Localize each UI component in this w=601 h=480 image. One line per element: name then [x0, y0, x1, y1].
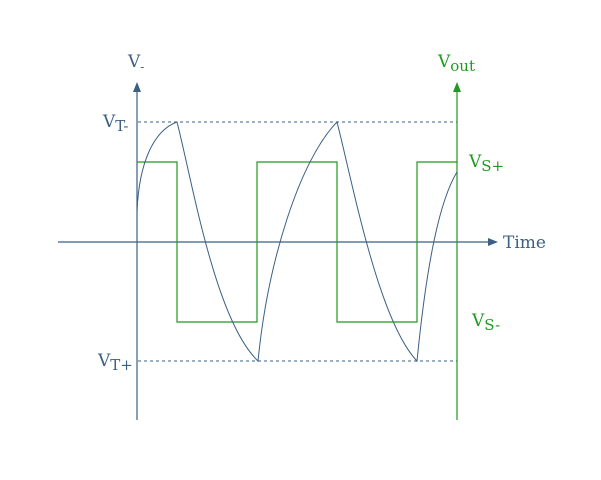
vs-minus-label: VS-	[471, 311, 500, 334]
output-square-wave	[137, 161, 457, 323]
time-axis-label: Time	[503, 233, 546, 253]
left-axis-label-sub: -	[140, 60, 144, 74]
vt-minus-label: VT-	[102, 112, 128, 135]
left-axis-label-main: V	[127, 52, 141, 72]
time-axis-arrowhead	[488, 238, 498, 246]
right-axis-label-sub: out	[450, 57, 475, 75]
vt-plus-label: VT+	[97, 351, 133, 374]
vs-plus-label-main: V	[468, 152, 482, 172]
right-axis-label: Vout	[437, 52, 475, 75]
left-axis-label: V-	[127, 52, 144, 74]
vt-minus-label-sub: T-	[115, 117, 128, 135]
vt-minus-label-main: V	[102, 112, 116, 132]
vt-plus-label-main: V	[97, 351, 111, 371]
capacitor-voltage-wave	[136, 121, 458, 363]
vs-minus-label-main: V	[471, 311, 485, 331]
right-axis-arrowhead	[453, 82, 461, 92]
vs-plus-label: VS+	[468, 152, 504, 175]
vs-plus-label-sub: S+	[481, 157, 504, 175]
left-axis-arrowhead	[133, 82, 141, 92]
right-axis-label-main: V	[437, 52, 451, 72]
vs-minus-label-sub: S-	[484, 316, 500, 334]
vt-plus-label-sub: T+	[110, 356, 133, 374]
